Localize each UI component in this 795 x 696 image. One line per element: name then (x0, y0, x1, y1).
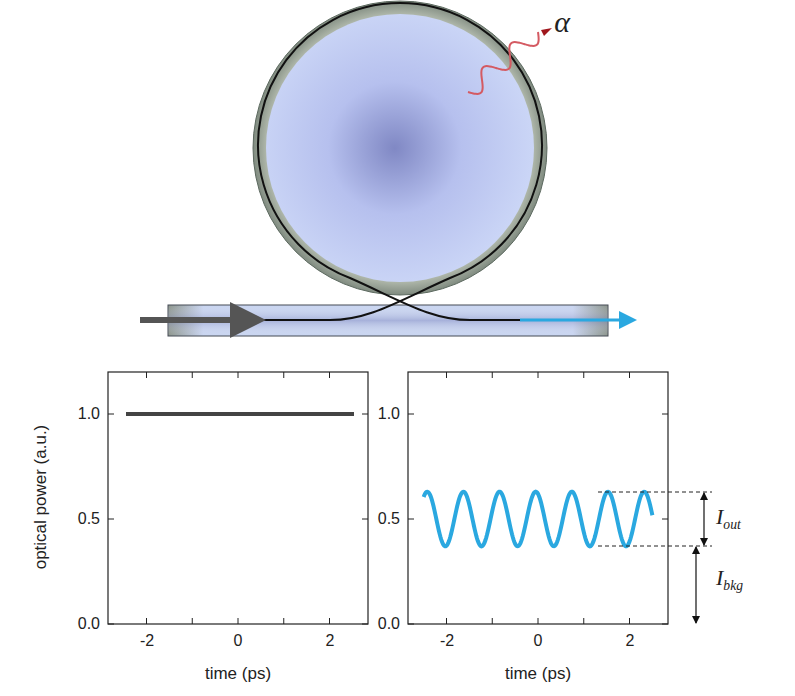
tick-label: 0 (234, 633, 243, 649)
tick-label: 0.5 (78, 511, 100, 527)
tick-label: 2 (326, 633, 335, 649)
tick-label: 0 (534, 633, 543, 649)
tick-label: 2 (626, 633, 635, 649)
signal-label: Iout (716, 506, 741, 531)
tick-label: 0.0 (78, 616, 100, 632)
tick-label: -2 (140, 633, 154, 649)
axis-title: time (ps) (205, 665, 271, 682)
tick-label: 0.5 (378, 511, 400, 527)
tick-label: 1.0 (78, 406, 100, 422)
axis-title: optical power (a.u.) (32, 425, 49, 570)
axis-title: time (ps) (505, 665, 571, 682)
signal-label: Ibkg (716, 567, 743, 592)
tick-label: 1.0 (378, 406, 400, 422)
tick-label: 0.0 (378, 616, 400, 632)
tick-label: -2 (440, 633, 454, 649)
symbol-label: α (554, 7, 570, 37)
